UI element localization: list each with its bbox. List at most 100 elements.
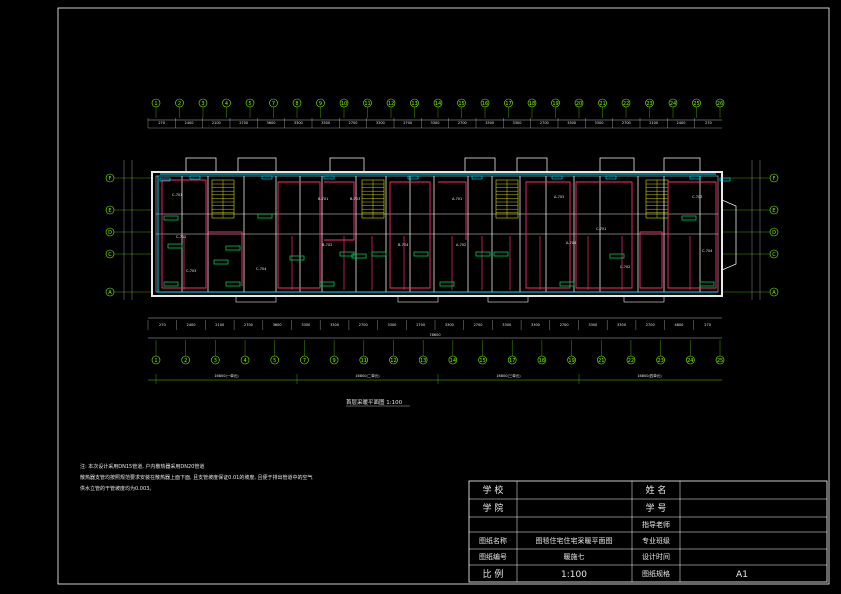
radiator: [413, 251, 429, 257]
dimension-label: 2400: [677, 121, 686, 125]
axis-label: 9: [333, 358, 336, 364]
balcony: [599, 157, 635, 173]
building-plan: [151, 157, 737, 303]
axis-label: 21: [599, 101, 605, 107]
axis-label: 19: [568, 358, 574, 364]
room-label: B-703: [350, 197, 360, 201]
axis-label: 19: [552, 101, 558, 107]
dimension-label: 3600: [273, 323, 282, 327]
note-line-2: 散热器支管均按照规范要求安装在散热器上面下面, 且支管坡度保证0.01的坡度, …: [80, 474, 313, 481]
axis-bubble: [269, 98, 278, 108]
window-radiator: [719, 177, 731, 182]
axis-bubble: [567, 355, 576, 365]
stairwells: [211, 179, 669, 219]
axis-bubble: [686, 355, 695, 365]
axis-bubble: [198, 98, 208, 108]
axis-bubble: [175, 98, 184, 108]
axis-label: 22: [628, 358, 634, 364]
axis-label: 18: [529, 101, 535, 107]
axis-bubble: [222, 98, 231, 108]
axis-bubble: [598, 98, 607, 108]
axis-label: 3: [214, 358, 217, 364]
drawing-name-label: 图纸名称: [479, 536, 507, 545]
dimension-label: 3300: [301, 323, 310, 327]
axis-label: 13: [420, 358, 426, 364]
segment-dims-group: 16800(一单元)16800(二单元)16800(三单元)16800(四单元): [155, 373, 662, 384]
axis-label: 25: [693, 101, 699, 107]
axis-label: D: [108, 230, 112, 236]
dimension-label: 2700: [403, 121, 412, 125]
axis-bubble: [478, 355, 487, 365]
axis-label: 4: [225, 101, 228, 107]
dimension-label: 2700: [474, 323, 483, 327]
note-line-1: 注: 本次设计采用DN15管道, 户内散热器采用DN20管道: [80, 463, 204, 470]
axis-label: 18: [539, 358, 545, 364]
drawing-name-value: 图毯住宅住宅采暖平面图: [536, 536, 613, 545]
axis-label: 15: [458, 101, 464, 107]
drawing-no-value: 暖施七: [564, 552, 585, 561]
window-radiator: [159, 177, 171, 182]
entrance-step: [235, 295, 277, 303]
room-label: C-704: [702, 249, 713, 253]
dimension-label: 2700: [540, 121, 549, 125]
window-radiator: [261, 175, 273, 180]
dimension-label: 3300: [431, 121, 440, 125]
outer-frame: [57, 7, 830, 585]
axis-bubble: [551, 98, 560, 108]
axis-label: 17: [505, 101, 511, 107]
radiator: [609, 253, 625, 259]
window-radiator: [407, 175, 419, 180]
dimension-label: 3300: [567, 121, 576, 125]
supply-pipe: [438, 181, 467, 240]
axis-bubble: [389, 355, 398, 365]
segment-dimension: 16800(二单元): [355, 373, 380, 378]
dimension-label: 2700: [458, 121, 467, 125]
axis-label: F: [773, 176, 776, 182]
axis-label: 20: [576, 101, 582, 107]
axis-label: 25: [717, 358, 723, 364]
major-label: 专业班级: [642, 536, 670, 545]
title-block: 学 校 姓 名 学 院 学 号 指导老师 图纸名称 图毯住宅住宅采暖平面图 专业…: [468, 480, 828, 583]
room-label: C-703: [186, 269, 196, 273]
scale-label: 比 例: [483, 568, 504, 580]
axis-label: 21: [598, 358, 604, 364]
axis-bubble: [363, 98, 372, 108]
axis-label: A: [772, 290, 776, 296]
axis-bubble: [292, 98, 302, 108]
axis-label: C: [772, 252, 776, 258]
dimension-label: 2400: [185, 121, 194, 125]
axis-bubble: [433, 98, 443, 108]
balcony: [237, 157, 277, 173]
axis-label: 4: [243, 358, 246, 364]
room-label: C-701: [172, 193, 182, 197]
axis-label: 7: [272, 101, 275, 107]
axis-bubble: [386, 98, 396, 108]
axis-label: 14: [450, 358, 456, 364]
segment-dimension: 16800(一单元): [214, 373, 239, 378]
dimension-label: 3300: [445, 323, 454, 327]
axis-label: 12: [388, 101, 394, 107]
advisor-label: 指导老师: [642, 520, 670, 529]
axis-bubble: [480, 98, 490, 108]
axis-bubble: [537, 355, 547, 365]
dimension-label: 3300: [502, 323, 511, 327]
axis-bubble: [300, 355, 309, 365]
dimension-label: 2700: [646, 323, 655, 327]
axis-label: 23: [646, 101, 652, 107]
dimension-label: 3300: [321, 121, 330, 125]
axis-label: 3: [201, 101, 204, 107]
room-label: B-702: [322, 243, 332, 247]
dimension-label: 2100: [212, 121, 221, 125]
supply-pipe: [389, 181, 431, 289]
dimension-label: 3600: [267, 121, 276, 125]
room-label: C-701: [596, 227, 606, 231]
dimension-label: 3300: [330, 323, 339, 327]
axis-bubble: [504, 98, 513, 108]
sheet-size-value: A1: [736, 570, 748, 580]
axis-label: F: [109, 176, 112, 182]
radiator: [439, 281, 455, 287]
